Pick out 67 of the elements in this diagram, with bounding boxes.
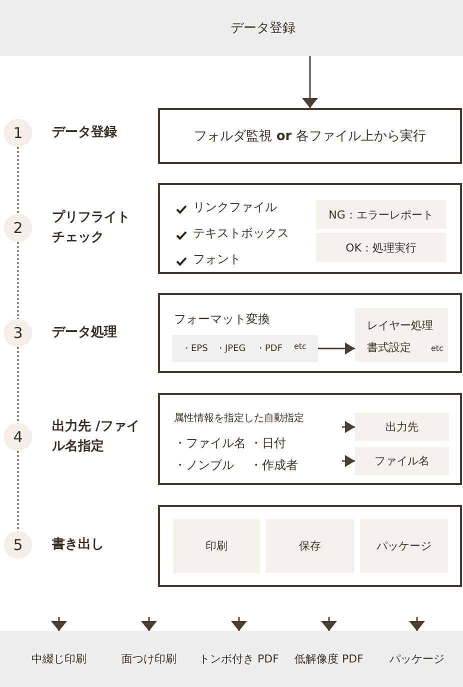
label: ファイル名 <box>374 454 430 468</box>
label: 出力先 <box>386 420 418 434</box>
option-box <box>355 308 448 362</box>
dotted-line <box>17 347 19 423</box>
label: ・JPEG <box>216 343 246 355</box>
label: NG：エラーレポート <box>328 207 434 222</box>
format-box <box>172 335 318 362</box>
step-label: データ処理 <box>52 324 118 342</box>
label: 面つけ印刷 <box>122 652 176 666</box>
label: レイヤー処理 <box>367 318 433 333</box>
arrow <box>321 617 337 631</box>
arrow <box>51 617 67 631</box>
header-band <box>0 0 463 56</box>
label: 書式設定 <box>367 340 411 355</box>
step-label: データ登録 <box>52 124 118 142</box>
arrow <box>231 617 247 631</box>
label: トンボ付き PDF <box>199 652 279 666</box>
option-box <box>355 413 449 441</box>
step-label: プリフライトチェック <box>52 208 131 247</box>
label: 属性情報を指定した自動指定 <box>174 412 304 425</box>
dotted-line <box>17 242 19 319</box>
step-number: 3 <box>13 324 23 342</box>
step-box <box>158 108 462 164</box>
label: ・EPS <box>182 343 208 355</box>
header-title: データ登録 <box>230 20 296 37</box>
label: etc <box>294 342 306 351</box>
step-box <box>158 183 462 274</box>
label: ・ファイル名 <box>174 435 246 452</box>
step-circle <box>4 423 32 451</box>
dotted-line <box>17 147 19 214</box>
arrow <box>141 617 157 631</box>
label: ・日付 <box>250 435 286 452</box>
arrow <box>318 342 355 354</box>
label: フォルダ監視 or 各ファイル上から実行 <box>194 128 426 145</box>
step-number: 1 <box>13 124 23 142</box>
label: フォント <box>193 251 241 268</box>
option-box <box>355 447 449 475</box>
step-box <box>158 505 462 587</box>
label: 印刷 <box>206 538 228 554</box>
step-label: 出力先 /ファイル名指定 <box>52 418 140 456</box>
label: ・PDF <box>256 343 283 355</box>
step-circle <box>4 119 32 147</box>
label: フォーマット変換 <box>174 311 270 328</box>
label: パッケージ <box>376 538 432 554</box>
arrow <box>342 421 355 433</box>
label: リンクファイル <box>193 199 277 216</box>
step-circle <box>4 319 32 347</box>
step-number: 2 <box>13 219 23 237</box>
label: 低解像度 PDF <box>294 652 364 666</box>
label: 保存 <box>299 538 321 554</box>
label: ・ノンブル <box>174 457 234 474</box>
arrow <box>409 617 425 631</box>
label: etc <box>431 344 444 353</box>
step-box <box>158 293 462 373</box>
arrow <box>342 455 355 467</box>
label: 中綴じ印刷 <box>32 652 86 666</box>
label: パッケージ <box>390 652 444 666</box>
label: テキストボックス <box>193 225 289 242</box>
label: ・作成者 <box>250 457 298 474</box>
step-number: 4 <box>13 428 23 446</box>
step-label: 書き出し <box>52 536 105 554</box>
dotted-line <box>17 451 19 531</box>
step-circle <box>4 214 32 242</box>
arrow <box>302 56 318 108</box>
label: OK：処理実行 <box>346 240 416 255</box>
step-number: 5 <box>13 536 23 554</box>
step-box <box>158 393 462 485</box>
